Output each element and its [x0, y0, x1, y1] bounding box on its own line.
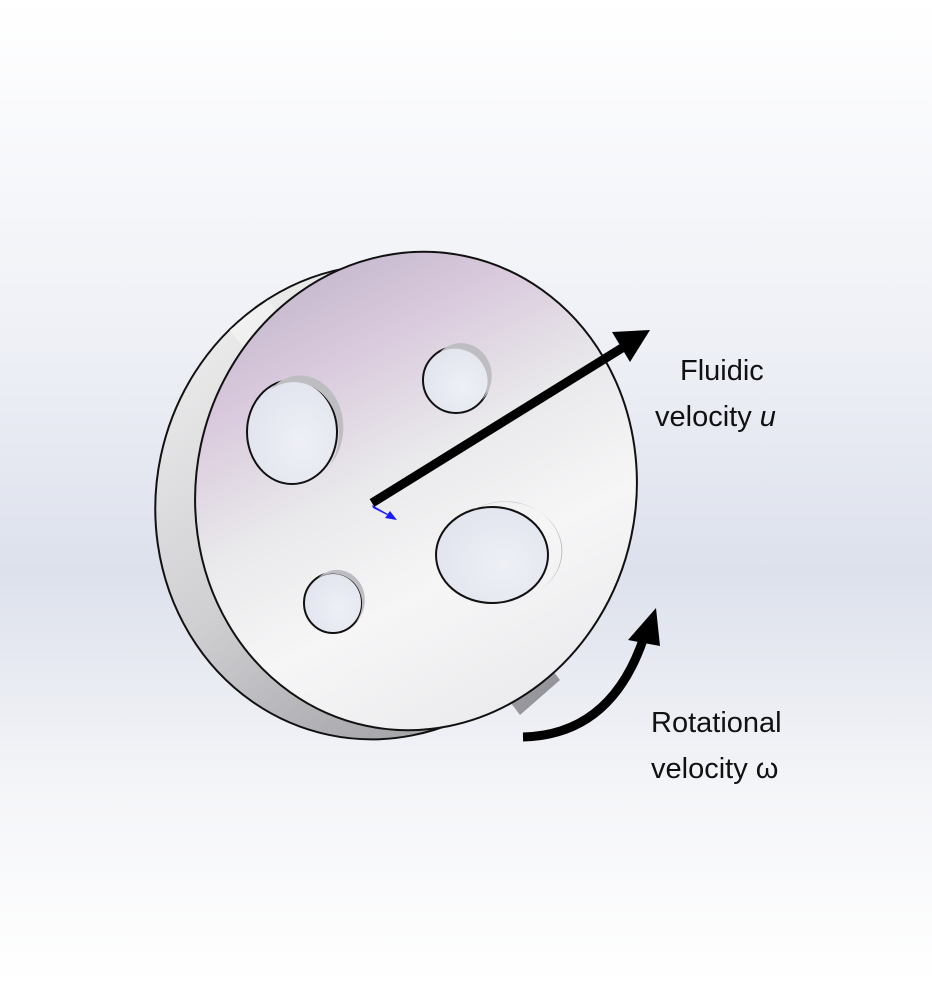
fluidic-velocity-label-line2: velocity u — [655, 395, 776, 439]
axis-marker-icon — [372, 505, 397, 520]
hole-wall — [440, 343, 492, 400]
fluidic-velocity-text: velocity — [655, 401, 752, 433]
arrow-head-icon — [612, 330, 650, 362]
fluidic-velocity-arrow — [369, 330, 650, 507]
rotational-velocity-label-line1: Rotational — [651, 707, 782, 739]
hole-large-left — [246, 379, 338, 485]
arrow-head-icon — [628, 608, 660, 646]
hole-wall — [318, 569, 365, 622]
fluidic-velocity-symbol: u — [759, 401, 776, 433]
fluidic-velocity-label-line1: Fluidic — [680, 355, 764, 387]
rotational-velocity-arrow — [522, 608, 660, 742]
rotational-velocity-label-line2: velocity ω — [651, 753, 779, 785]
hole-wall — [270, 375, 344, 465]
arrow-shaft — [369, 344, 625, 507]
arrow-arc — [522, 638, 648, 742]
holes — [246, 343, 563, 634]
hole-large-right — [435, 506, 549, 604]
